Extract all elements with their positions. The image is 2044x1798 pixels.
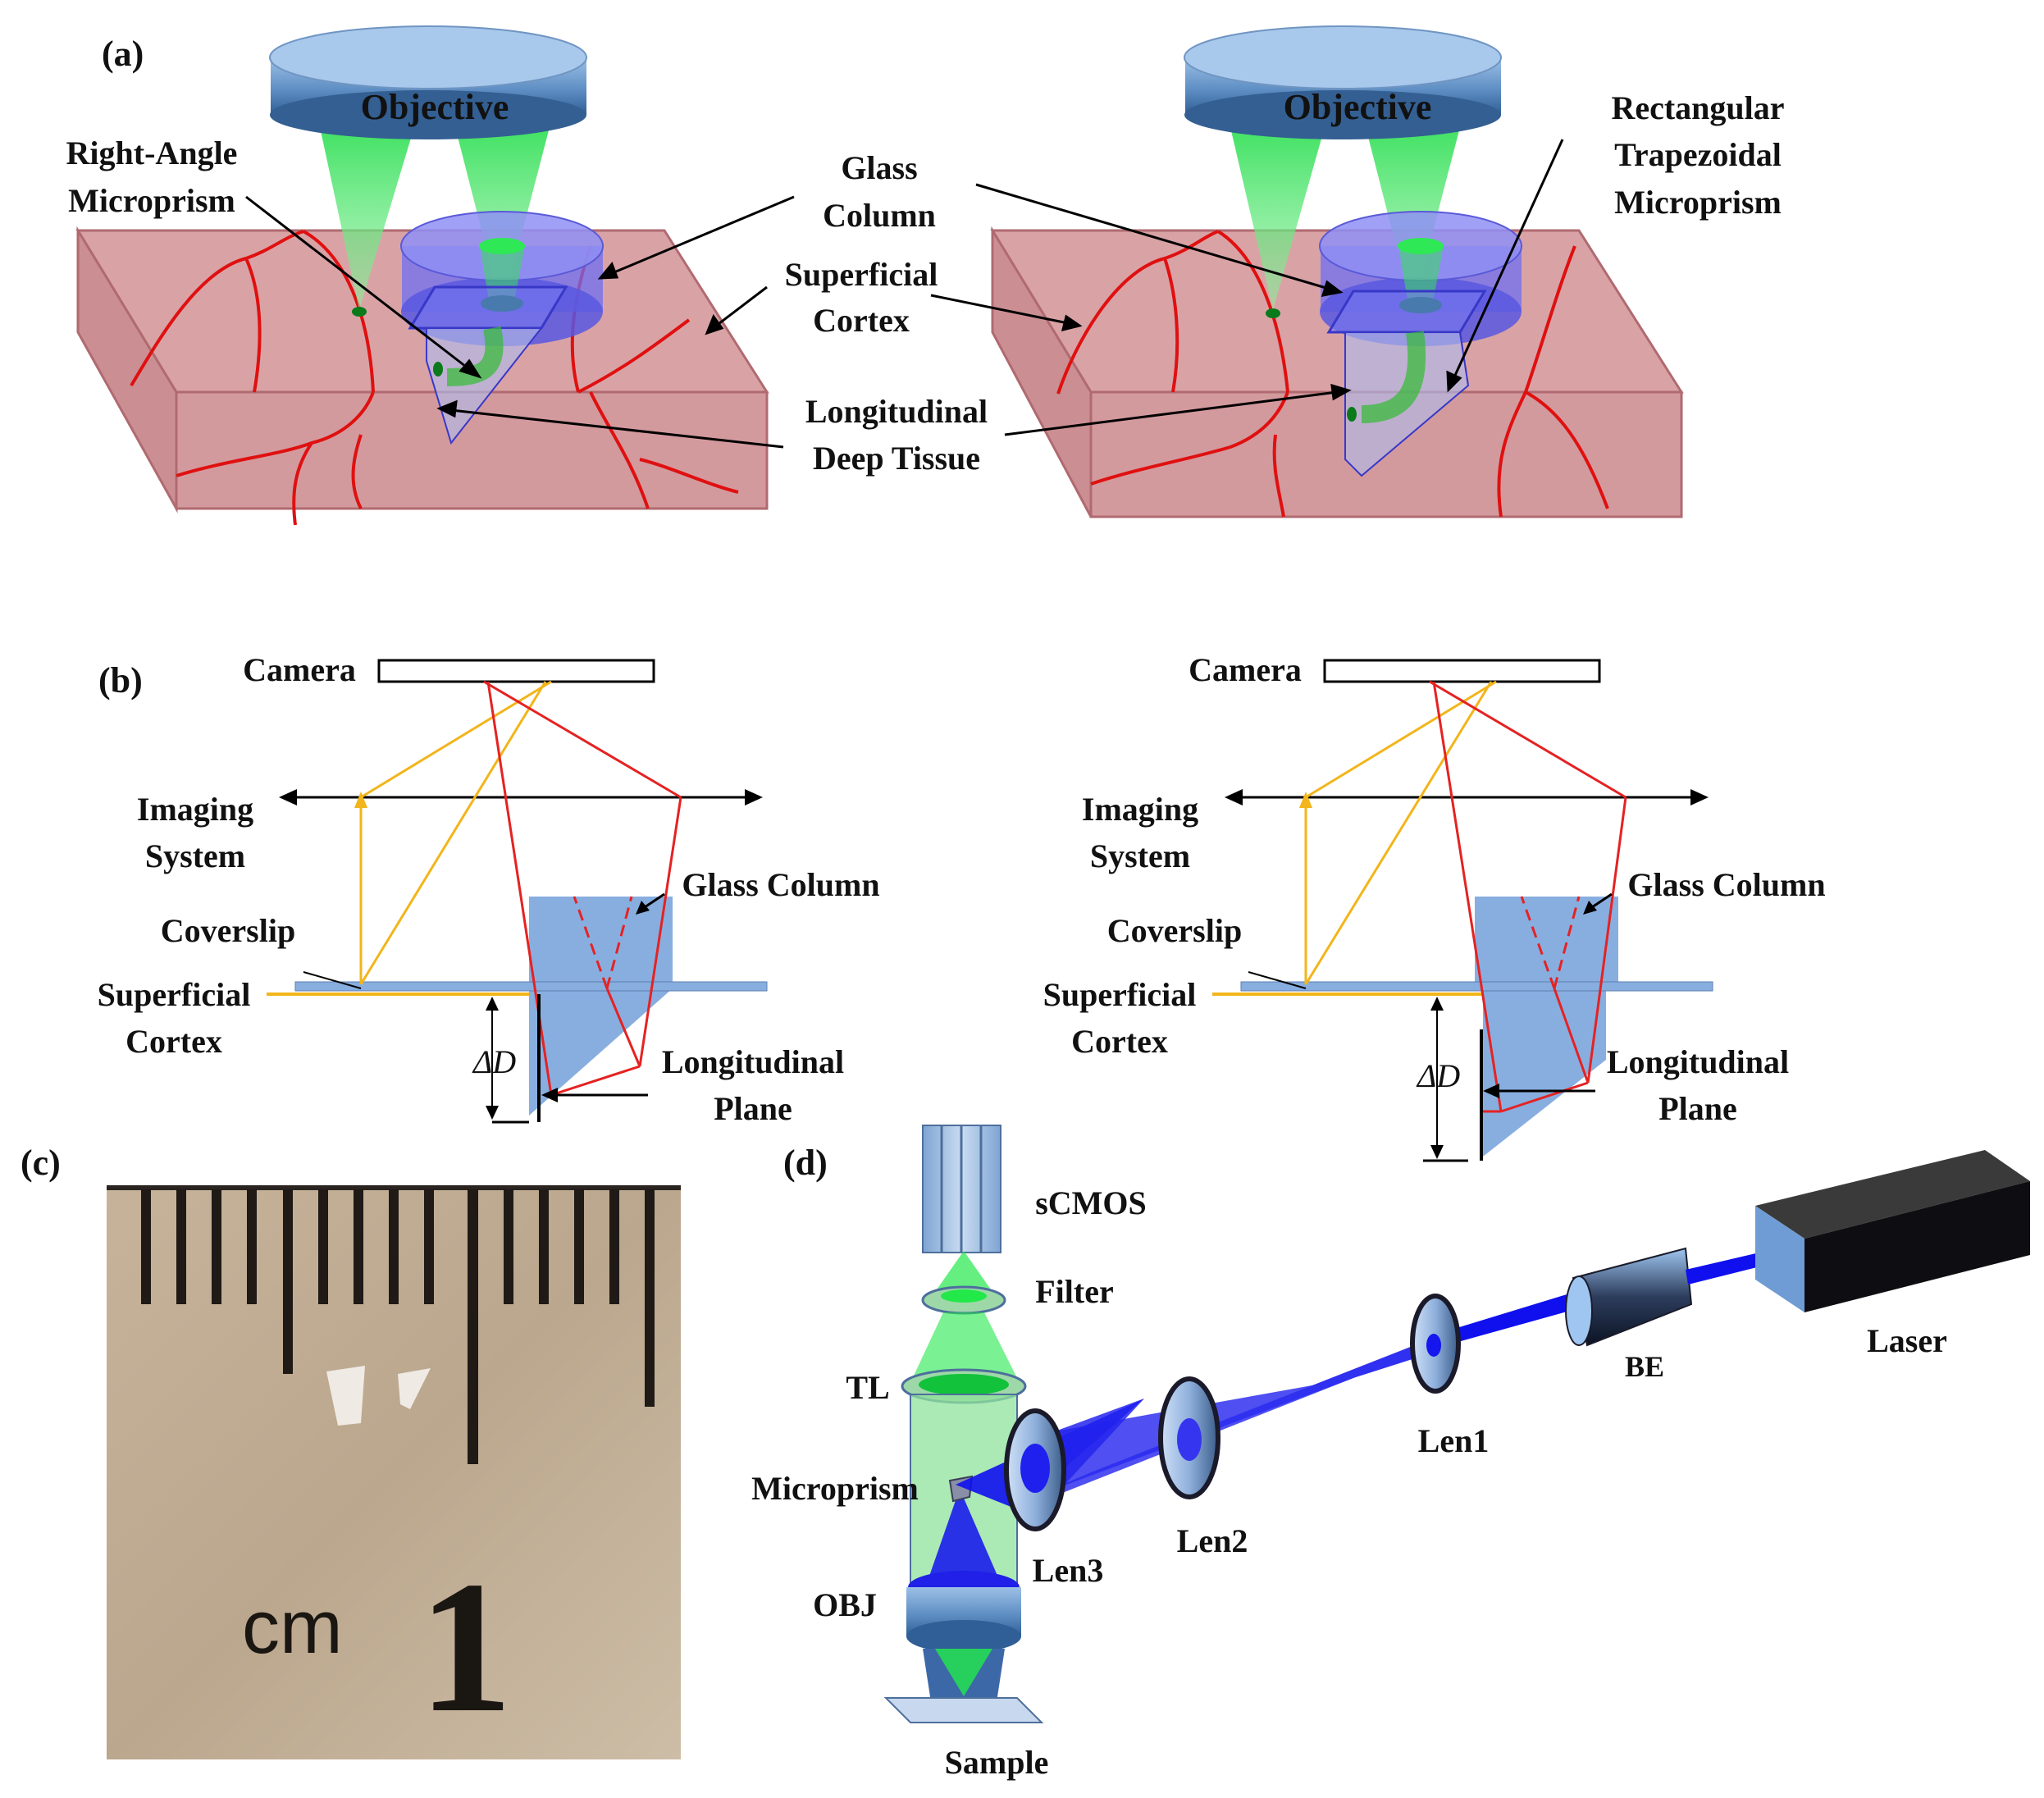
objective-label-right: Objective bbox=[1284, 87, 1432, 127]
label-len3: Len3 bbox=[1033, 1552, 1104, 1589]
green-beam-right-a bbox=[1230, 127, 1325, 310]
label-cortex: Cortex bbox=[813, 302, 910, 339]
label-obj: OBJ bbox=[813, 1586, 877, 1623]
green-emission-mid bbox=[909, 1312, 1021, 1386]
label-column: Column bbox=[823, 197, 936, 234]
label-len2: Len2 bbox=[1177, 1522, 1248, 1559]
camera-sensor-right bbox=[1323, 659, 1601, 683]
coverslip-right bbox=[1240, 981, 1713, 992]
label-cortex-right: Cortex bbox=[1071, 1023, 1168, 1060]
focal-spot-right bbox=[1266, 308, 1280, 318]
blue-excitation-in-tube bbox=[927, 1489, 1001, 1583]
label-scmos: sCMOS bbox=[1035, 1184, 1147, 1221]
label-superficial: Superficial bbox=[785, 256, 938, 293]
label-superficial-left: Superficial bbox=[98, 976, 251, 1013]
label-delta-right: ΔD bbox=[1416, 1057, 1460, 1094]
label-system-right: System bbox=[1090, 837, 1190, 874]
panel-c-label: (c) bbox=[21, 1143, 61, 1183]
label-cortex-left: Cortex bbox=[125, 1023, 222, 1060]
label-plane-right: Plane bbox=[1658, 1090, 1737, 1127]
label-coverslip-right: Coverslip bbox=[1107, 912, 1242, 949]
label-glass-column-left: Glass Column bbox=[682, 866, 879, 903]
microprism-sample-a bbox=[326, 1366, 365, 1426]
ruler-photo: cm 1 bbox=[107, 1185, 681, 1759]
coverslip-left bbox=[294, 981, 768, 992]
label-camera-left: Camera bbox=[243, 651, 356, 688]
label-longitudinal-left: Longitudinal bbox=[662, 1043, 844, 1080]
label-superficial-right: Superficial bbox=[1043, 976, 1197, 1013]
panel-a-label: (a) bbox=[102, 34, 144, 74]
laser-head bbox=[1755, 1150, 2030, 1312]
label-camera-right: Camera bbox=[1189, 651, 1302, 688]
label-plane-left: Plane bbox=[714, 1090, 792, 1127]
label-deep-tissue: Deep Tissue bbox=[813, 440, 980, 477]
prism-block-left bbox=[529, 988, 673, 1116]
label-rectangular: Rectangular bbox=[1611, 89, 1784, 126]
camera-sensor-left bbox=[377, 659, 655, 683]
label-tl: TL bbox=[846, 1369, 889, 1406]
label-longitudinal: Longitudinal bbox=[805, 393, 988, 430]
ruler-unit-label: cm bbox=[242, 1586, 343, 1669]
panel-b-label: (b) bbox=[98, 660, 143, 700]
panel-d-label: (d) bbox=[783, 1143, 828, 1183]
schematic-b-right bbox=[1212, 659, 1713, 1162]
ruler-number-label: 1 bbox=[418, 1542, 513, 1751]
label-microprism-d: Microprism bbox=[751, 1470, 919, 1507]
beam-expander bbox=[1565, 1247, 1693, 1347]
sample-slide bbox=[883, 1697, 1044, 1723]
green-beam-left-a bbox=[320, 127, 414, 310]
label-microprism-right: Microprism bbox=[1614, 184, 1782, 221]
label-delta-left: ΔD bbox=[472, 1043, 516, 1080]
ruler-ticks bbox=[141, 1189, 655, 1464]
objective-left: Objective bbox=[269, 25, 587, 139]
label-sample: Sample bbox=[945, 1744, 1049, 1781]
blood-vessels-right bbox=[1056, 230, 1609, 518]
green-emission-top bbox=[935, 1251, 992, 1292]
label-microprism-left: Microprism bbox=[68, 182, 235, 219]
len1 bbox=[1410, 1294, 1461, 1394]
label-imaging-left: Imaging bbox=[137, 791, 253, 828]
leader-arrows-a bbox=[245, 139, 1564, 449]
microprism-sample-b bbox=[398, 1368, 431, 1409]
label-len1: Len1 bbox=[1418, 1422, 1490, 1459]
label-system-left: System bbox=[145, 837, 245, 874]
label-coverslip-left: Coverslip bbox=[161, 912, 295, 949]
schematic-b-left bbox=[267, 659, 768, 1124]
objective-label-left: Objective bbox=[361, 87, 509, 127]
filter bbox=[921, 1285, 1006, 1315]
len3 bbox=[1004, 1408, 1066, 1531]
scmos-camera bbox=[922, 1125, 1001, 1253]
label-longitudinal-right: Longitudinal bbox=[1607, 1043, 1789, 1080]
glass-column-block-left bbox=[529, 897, 673, 987]
label-filter: Filter bbox=[1035, 1273, 1114, 1310]
objective-d bbox=[906, 1571, 1021, 1702]
label-glass-column-right: Glass Column bbox=[1627, 866, 1825, 903]
focal-spot bbox=[352, 307, 367, 317]
label-imaging-right: Imaging bbox=[1082, 791, 1198, 828]
label-be: BE bbox=[1625, 1350, 1664, 1383]
objective-right: Objective bbox=[1184, 25, 1502, 139]
label-right-angle: Right-Angle bbox=[66, 135, 238, 171]
label-glass: Glass bbox=[841, 149, 917, 186]
prism-block-right bbox=[1483, 988, 1606, 1157]
label-trapezoidal: Trapezoidal bbox=[1614, 136, 1782, 173]
len2 bbox=[1158, 1376, 1220, 1499]
label-laser: Laser bbox=[1867, 1322, 1947, 1359]
glass-column-block-right bbox=[1475, 897, 1618, 987]
rectangular-trapezoidal-microprism bbox=[1326, 290, 1487, 477]
